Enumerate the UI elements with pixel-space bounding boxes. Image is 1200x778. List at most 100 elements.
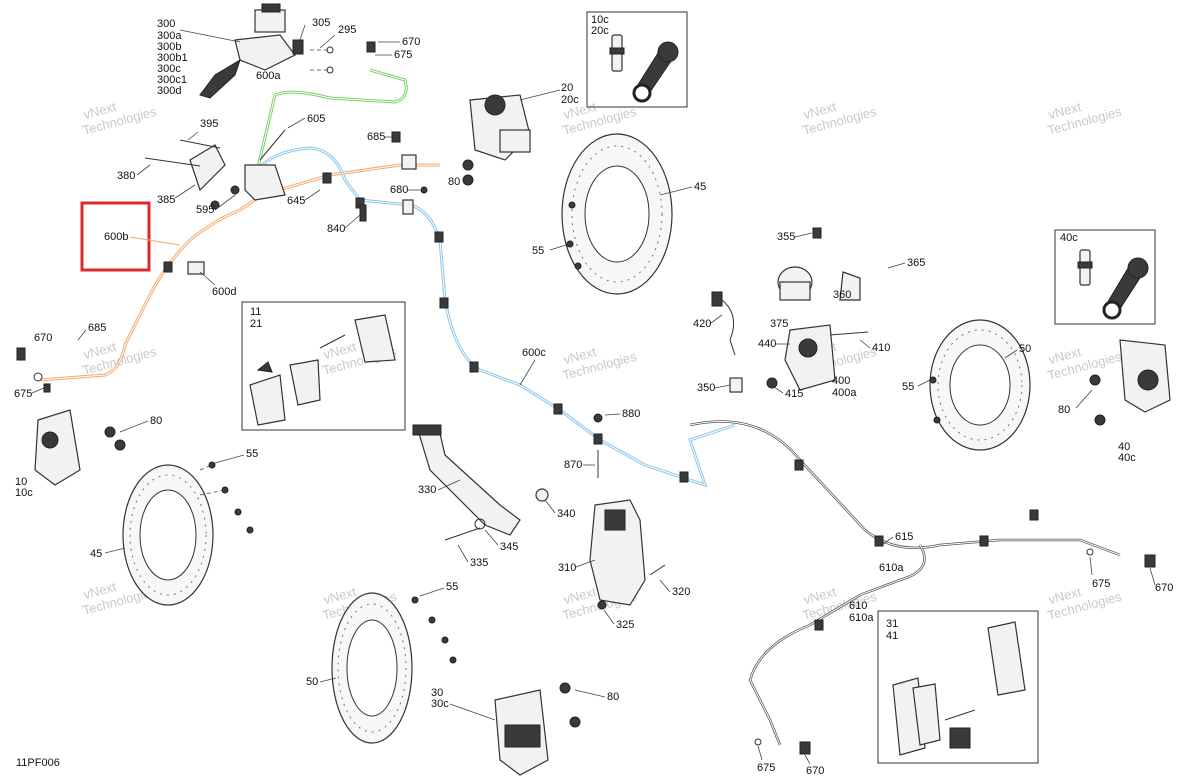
label-325: 325: [616, 619, 634, 631]
label-80-bottom: 80: [607, 691, 619, 703]
label-675-top: 675: [394, 49, 412, 61]
bleeder-screw-icon: [609, 34, 625, 72]
label-675-bottom: 675: [757, 762, 775, 774]
label-55-bottom: 55: [446, 581, 458, 593]
label-360: 360: [833, 289, 851, 301]
label-595: 595: [196, 204, 214, 216]
label-305: 305: [312, 17, 330, 29]
label-345: 345: [500, 541, 518, 553]
brake-line-600a: [253, 68, 408, 181]
brake-disc-45-top: [561, 133, 673, 295]
label-670-left: 670: [34, 332, 52, 344]
label-335: 335: [470, 557, 488, 569]
inset-bleeder-10c-20c: [586, 11, 688, 108]
label-41: 41: [886, 630, 898, 642]
label-20c-inset: 20c: [591, 25, 609, 37]
brake-pads-front-icon: [249, 314, 396, 426]
label-50-bottom: 50: [306, 676, 318, 688]
label-10c: 10c: [15, 487, 33, 499]
caliper-10: [34, 409, 126, 486]
label-610a-b: 610a: [849, 612, 874, 624]
caliper-40: [1089, 339, 1171, 426]
label-10c: 10c: [591, 14, 609, 26]
brake-line-600b-inner: [39, 164, 440, 381]
brake-disc-45-left: [122, 464, 214, 606]
inset-bleeder-40c: [1054, 229, 1156, 325]
label-55-top: 55: [532, 245, 544, 257]
label-355: 355: [777, 231, 795, 243]
label-30: 30: [431, 687, 443, 699]
brake-line-610-inner: [689, 421, 1121, 556]
label-380: 380: [117, 170, 135, 182]
label-40: 40: [1118, 441, 1130, 453]
label-300a: 300a: [157, 30, 182, 42]
label-600c: 600c: [522, 347, 546, 359]
label-395: 395: [200, 118, 218, 130]
brake-line-610a-inner: [749, 544, 925, 746]
fitting-left: [16, 347, 51, 393]
label-300d: 300d: [157, 85, 181, 97]
inset-pads-11-21: [241, 301, 406, 431]
label-350: 350: [697, 382, 715, 394]
label-440: 440: [758, 338, 776, 350]
label-21: 21: [250, 318, 262, 330]
label-685-left: 685: [88, 322, 106, 334]
clip-600d: [187, 261, 205, 275]
label-415: 415: [785, 388, 803, 400]
bleeder-cap-icon: [632, 41, 679, 103]
label-600a: 600a: [256, 70, 281, 82]
front-master-cylinder: [199, 3, 304, 99]
label-375: 375: [770, 318, 788, 330]
label-600b: 600b: [104, 231, 128, 243]
distribution-block: [144, 129, 286, 210]
label-670-right: 670: [1155, 582, 1173, 594]
label-80-top: 80: [448, 176, 460, 188]
label-400: 400: [832, 375, 850, 387]
label-320: 320: [672, 586, 690, 598]
brake-pedal: [412, 424, 549, 541]
label-400a: 400a: [832, 387, 857, 399]
label-420: 420: [693, 318, 711, 330]
label-40c-inset: 40c: [1060, 232, 1078, 244]
label-365: 365: [907, 257, 925, 269]
label-615: 615: [895, 531, 913, 543]
label-670-top: 670: [402, 36, 420, 48]
label-45-top: 45: [694, 181, 706, 193]
label-30c: 30c: [431, 698, 449, 710]
label-55-right: 55: [902, 381, 914, 393]
inset-pads-31-41: [877, 610, 1039, 764]
label-11: 11: [250, 306, 261, 318]
line-clips: [163, 172, 1039, 631]
label-610a: 610a: [879, 562, 904, 574]
brake-disc-50-right: [929, 319, 1031, 451]
label-300c1: 300c1: [157, 74, 187, 86]
pedal-bracket: [589, 499, 666, 610]
label-300c: 300c: [157, 63, 181, 75]
label-45-left: 45: [90, 548, 102, 560]
highlight-box-600b[interactable]: [80, 201, 151, 272]
bleeder-screw-icon-40c: [1077, 249, 1093, 286]
label-675-left: 675: [14, 388, 32, 400]
label-300: 300: [157, 18, 175, 30]
bleeder-cap-icon-40c: [1102, 257, 1149, 320]
brake-line-600a-inner: [254, 69, 407, 181]
abs-module: [711, 227, 869, 393]
label-80-left: 80: [150, 415, 162, 427]
label-300b: 300b: [157, 41, 181, 53]
label-80-right: 80: [1058, 404, 1070, 416]
label-295: 295: [338, 24, 356, 36]
banjo-bolt-670: [366, 41, 376, 53]
diagram-id: 11PF006: [16, 757, 60, 769]
label-610: 610: [849, 600, 867, 612]
label-605: 605: [307, 113, 325, 125]
caliper-20: [462, 94, 531, 186]
label-385: 385: [157, 194, 175, 206]
label-55-left: 55: [246, 448, 258, 460]
label-310: 310: [558, 562, 576, 574]
label-680: 680: [390, 184, 408, 196]
label-880: 880: [622, 408, 640, 420]
label-330: 330: [418, 484, 436, 496]
brake-pads-rear-icon: [892, 621, 1026, 756]
caliper-30: [494, 682, 581, 776]
